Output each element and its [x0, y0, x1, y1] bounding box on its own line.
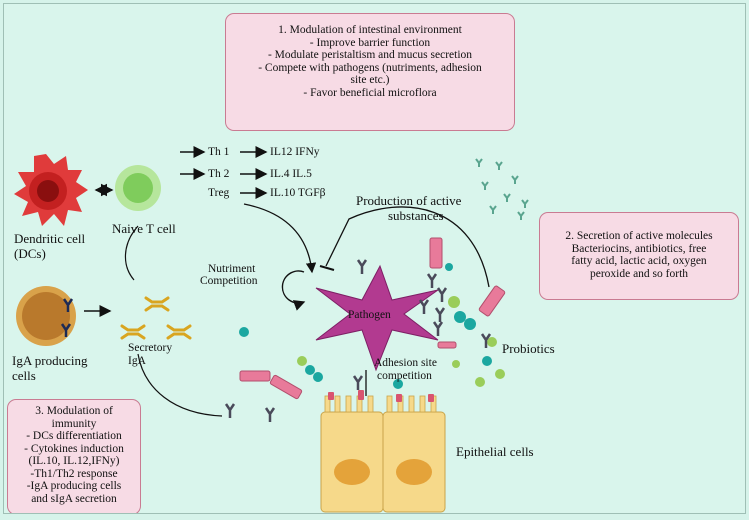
iga-cell-label-2: cells [12, 368, 36, 383]
antibody-icon [224, 259, 492, 422]
dendritic-cell-icon [14, 154, 88, 226]
epithelial-cells-icon [320, 390, 446, 513]
il4-label: IL.4 IL.5 [270, 168, 312, 180]
pathogen-label: Pathogen [348, 309, 391, 321]
box3-line: -Th1/Th2 response [30, 467, 118, 480]
probiotics-label: Probiotics [502, 341, 555, 356]
box2-line: fatty acid, lactic acid, oxygen [571, 255, 707, 267]
adhesion-label: Adhesion site [374, 357, 437, 369]
secretory-iga-icon [120, 296, 192, 340]
production-label: Production of active [356, 193, 462, 208]
secretory-iga-label: Secretory [128, 342, 173, 354]
adhesion-label-2: competition [377, 370, 432, 382]
iga-cell-label: IgA producing [12, 353, 88, 368]
diagram-art [14, 146, 529, 513]
naive-t-cell-icon [115, 165, 161, 211]
active-molecules-box: 2. Secretion of active molecules Bacteri… [539, 212, 739, 300]
box1-line: 1. Modulation of intestinal environment [278, 24, 462, 36]
treg-label: Treg [208, 187, 230, 199]
box3-line: (IL.10, IL.12,IFNy) [28, 455, 120, 467]
tcell-iga-curve [124, 225, 139, 281]
il10-label: IL.10 TGFβ [270, 187, 326, 199]
naive-t-cell-label: Naive T cell [112, 221, 176, 236]
probiotic-rods-icon [239, 237, 506, 400]
box1-line: - Favor beneficial microflora [303, 86, 437, 99]
active-molecules-icon [475, 158, 529, 220]
bacteria-dots-icon [239, 263, 505, 389]
box3-line: and sIgA secretion [31, 492, 117, 505]
box1-line: - Improve barrier function [309, 36, 431, 49]
tcell-pathogen-curve [243, 203, 317, 274]
epithelial-cells-label: Epithelial cells [456, 444, 534, 459]
production-label-2: substances [388, 208, 444, 223]
inhibit-bar [319, 265, 335, 271]
box3-line: immunity [51, 417, 97, 430]
box1-line: - Modulate peristaltism and mucus secret… [267, 49, 473, 61]
nutriment-label-2: Competition [200, 275, 258, 287]
box2-line: peroxide and so forth [589, 267, 689, 280]
production-curve [325, 206, 490, 288]
box1-line: site etc.) [350, 74, 390, 86]
diagram-canvas: 1. Modulation of intestinal environment … [3, 3, 746, 514]
nutriment-cycle-arrow [281, 270, 306, 311]
box2-line: 2. Secretion of active molecules [565, 230, 713, 242]
box3-line: 3. Modulation of [35, 405, 113, 417]
iga-epithelium-curve [137, 353, 223, 417]
dendritic-cell-label: Dendritic cell [14, 231, 86, 246]
box3-line: - DCs differentiation [26, 430, 122, 442]
iga-producing-cell-icon [16, 286, 76, 346]
secretory-iga-label-2: IgA [128, 355, 146, 367]
box3-line: - Cytokines induction [24, 442, 124, 455]
immunity-box: 3. Modulation of immunity - DCs differen… [7, 399, 141, 513]
il12-label: IL12 IFNy [270, 146, 320, 158]
intestinal-environment-box: 1. Modulation of intestinal environment … [225, 13, 515, 131]
th2-label: Th 2 [208, 168, 230, 180]
box3-line: -IgA producing cells [26, 480, 122, 492]
th1-label: Th 1 [208, 146, 230, 158]
box2-line: Bacteriocins, antibiotics, free [571, 242, 707, 255]
nutriment-label: Nutriment [208, 263, 256, 275]
dendritic-cell-abbrev: (DCs) [14, 246, 46, 261]
box1-line: - Compete with pathogens (nutriments, ad… [258, 61, 482, 74]
